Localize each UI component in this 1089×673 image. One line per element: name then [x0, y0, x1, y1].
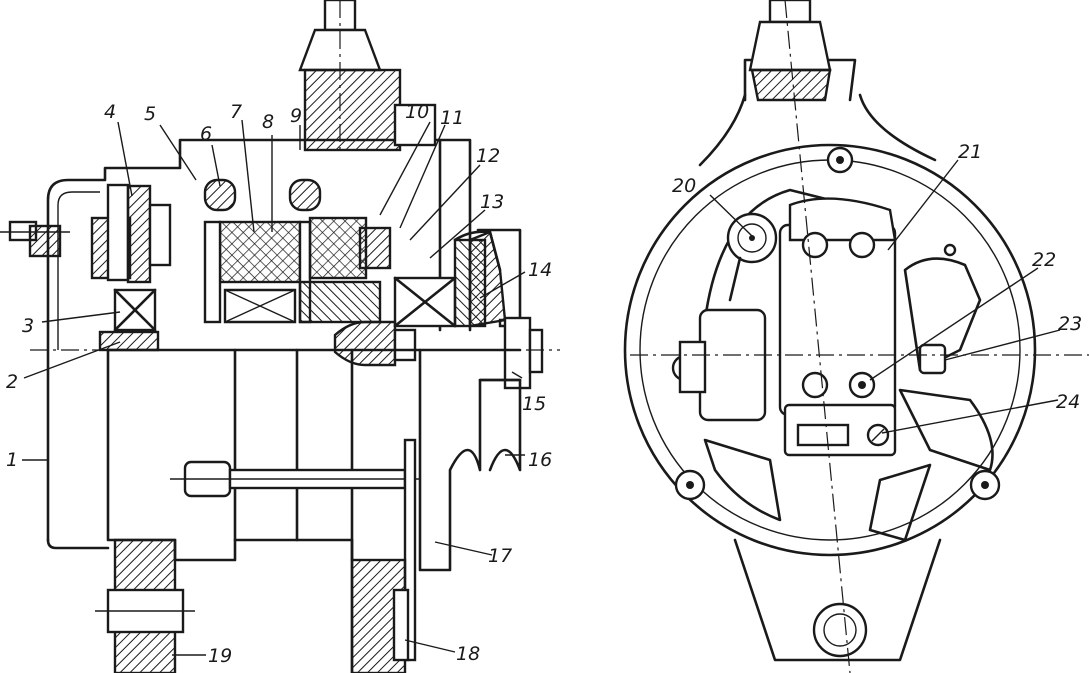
callout-12: 12 [476, 145, 500, 167]
callout-10: 10 [405, 101, 429, 123]
callout-23: 23 [1058, 313, 1082, 335]
callout-7: 7 [230, 101, 242, 123]
callout-15: 15 [522, 393, 546, 415]
callout-19: 19 [208, 645, 232, 667]
callout-22: 22 [1032, 249, 1056, 271]
callout-20: 20 [672, 175, 696, 197]
callout-4: 4 [104, 101, 116, 123]
callout-2: 2 [6, 371, 18, 393]
callout-5: 5 [144, 103, 156, 125]
callout-21: 21 [958, 141, 982, 163]
callout-labels: 1 2 3 4 5 6 7 8 9 10 11 12 13 14 15 16 1… [6, 101, 1082, 667]
callout-13: 13 [480, 191, 504, 213]
callout-8: 8 [262, 111, 274, 133]
callout-3: 3 [22, 315, 34, 337]
end-view [623, 0, 1089, 673]
callout-1: 1 [6, 449, 18, 471]
callout-9: 9 [290, 105, 302, 127]
callout-14: 14 [528, 259, 552, 281]
callout-17: 17 [488, 545, 512, 567]
callout-24: 24 [1056, 391, 1080, 413]
callout-11: 11 [440, 107, 464, 129]
callout-18: 18 [456, 643, 480, 665]
leader-lines [22, 119, 1061, 656]
section-view [0, 0, 560, 673]
callout-16: 16 [528, 449, 552, 471]
callout-6: 6 [200, 123, 212, 145]
